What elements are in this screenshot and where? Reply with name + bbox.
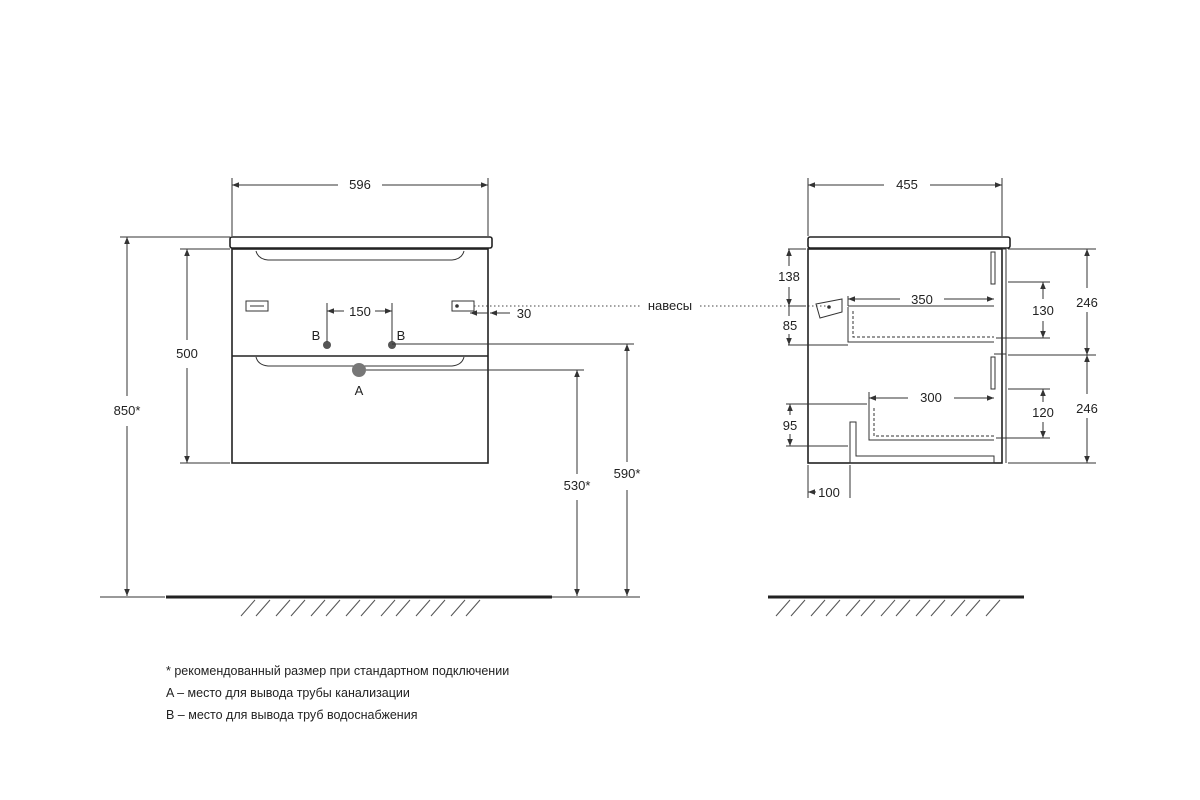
- dim-hinge-top-138: 138: [778, 269, 800, 284]
- hinge-plate-right-hole: [455, 304, 459, 308]
- floor-hatch-side: [775, 599, 1001, 617]
- side-hinge-hole: [827, 305, 831, 309]
- dim-depth-455: 455: [896, 177, 918, 192]
- front-countertop: [229, 236, 493, 249]
- dim-upper-drawer-depth-350: 350: [911, 292, 933, 307]
- dim-total-height-850: 850*: [114, 403, 141, 418]
- side-cabinet-body: [807, 248, 1003, 464]
- side-lower-handle: [990, 356, 996, 390]
- upper-drawer-box: [847, 307, 994, 343]
- dim-lower-drawer-depth-300: 300: [920, 390, 942, 405]
- front-view: 596 850* 500 150 B B A 30 590* 5: [100, 177, 828, 617]
- dim-pipe-spacing-150: 150: [349, 304, 371, 319]
- note-drain-a: A – место для вывода трубы канализации: [166, 686, 410, 700]
- note-supply-b: B – место для вывода труб водоснабжения: [166, 708, 418, 722]
- bottom-plank: [849, 421, 995, 464]
- dim-offset-95: 95: [783, 418, 797, 433]
- label-b-right: B: [397, 328, 406, 343]
- dim-lower-section-246: 246: [1076, 401, 1098, 416]
- side-hinge-bracket: [815, 298, 843, 319]
- label-b-left: B: [312, 328, 321, 343]
- supply-pipe-b-left: [323, 341, 331, 349]
- upper-drawer-inner: [852, 311, 994, 338]
- label-a: A: [355, 383, 364, 398]
- hinge-plate-left: [245, 300, 269, 312]
- side-upper-handle: [990, 251, 996, 285]
- dim-supply-height-590: 590*: [614, 466, 641, 481]
- dim-offset-100: 100: [818, 485, 840, 500]
- note-asterisk: * рекомендованный размер при стандартном…: [166, 664, 510, 678]
- lower-drawer-inner: [873, 408, 994, 437]
- dim-drain-height-530: 530*: [564, 478, 591, 493]
- dim-body-height-500: 500: [176, 346, 198, 361]
- hinge-label: навесы: [648, 298, 692, 313]
- floor-hatch-front: [240, 599, 481, 617]
- dim-width-596: 596: [349, 177, 371, 192]
- upper-drawer-handle: [255, 250, 465, 261]
- dim-upper-drawer-height-130: 130: [1032, 303, 1054, 318]
- side-view: 455 138 85 350 130 246 300: [768, 177, 1098, 617]
- dim-hinge-offset-30: 30: [517, 306, 531, 321]
- notes: * рекомендованный размер при стандартном…: [166, 660, 509, 726]
- dim-lower-drawer-height-120: 120: [1032, 405, 1054, 420]
- lower-drawer-box: [868, 404, 994, 441]
- drain-pipe-a: [352, 363, 366, 377]
- side-countertop: [807, 236, 1011, 249]
- supply-pipe-b-right: [388, 341, 396, 349]
- dim-upper-section-246: 246: [1076, 295, 1098, 310]
- dim-offset-85: 85: [783, 318, 797, 333]
